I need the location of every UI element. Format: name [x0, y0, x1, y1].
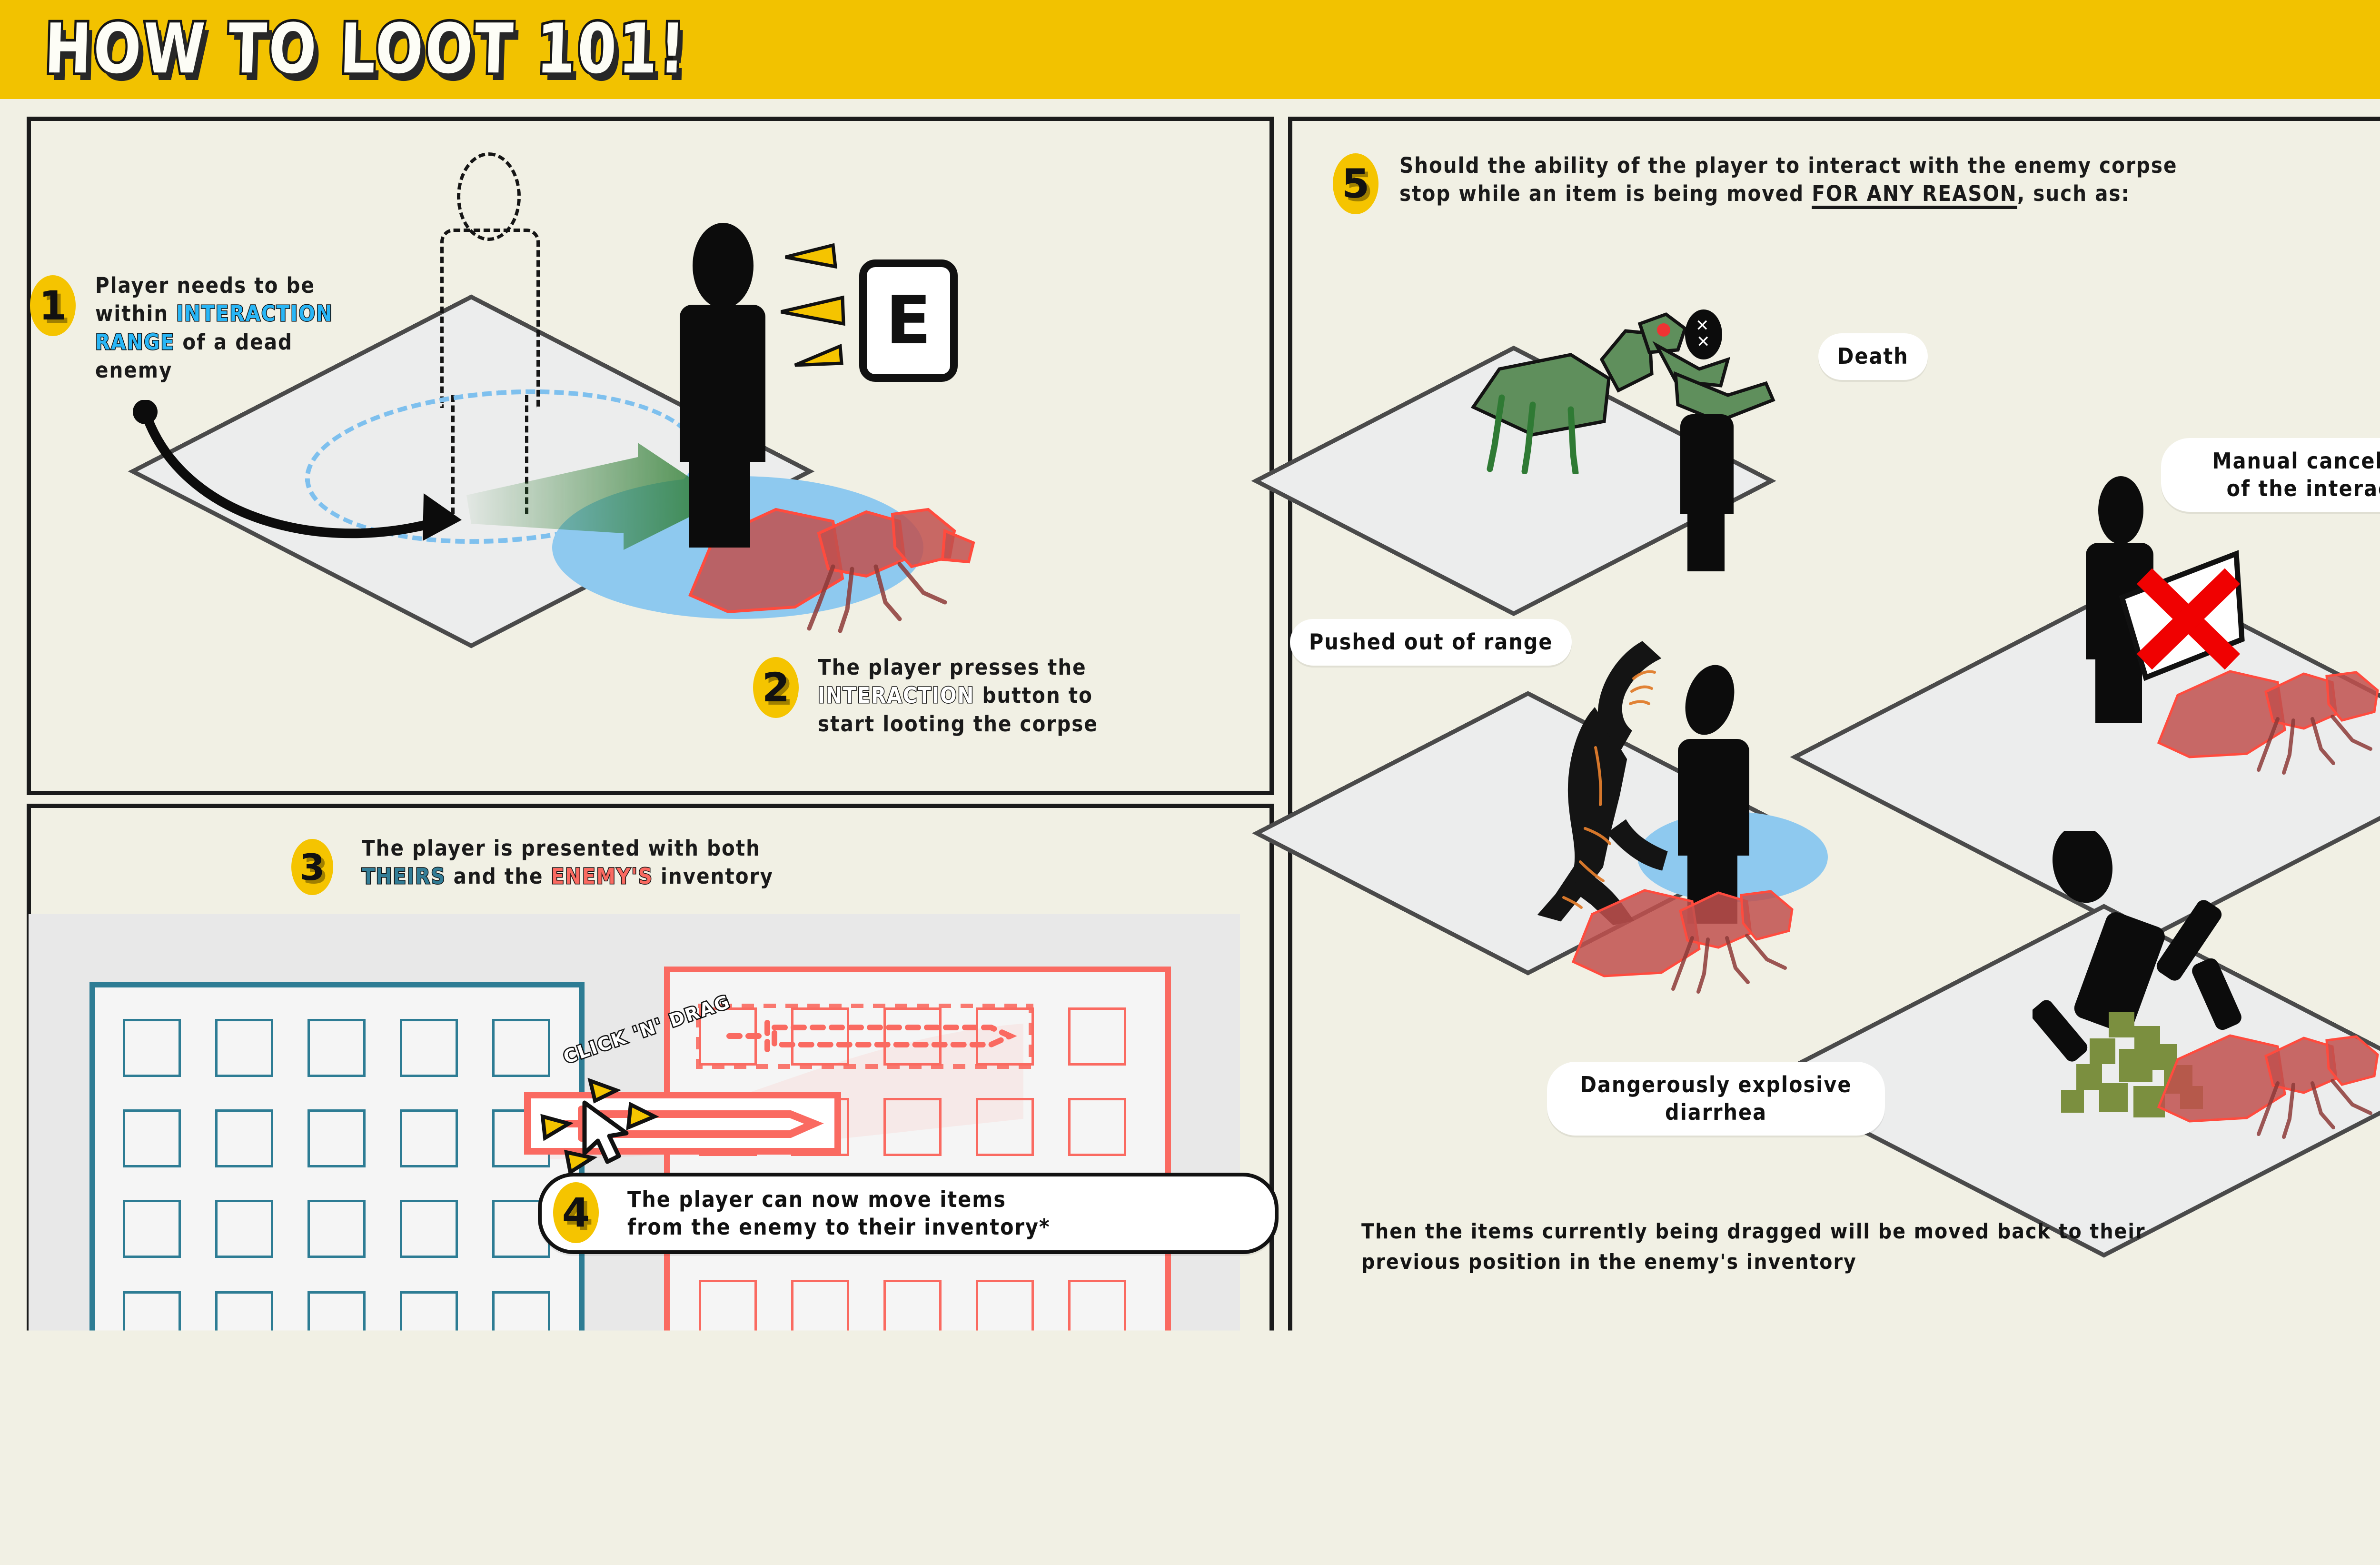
inventory-slot[interactable] — [307, 1200, 366, 1258]
death-skull-icon: ✕ ✕ — [1685, 309, 1722, 359]
step-5-line-2-pre: stop while an item is being moved — [1399, 181, 1812, 206]
inventory-slot[interactable] — [699, 1280, 757, 1338]
step-4-callout: The player can now move items from the e… — [538, 1173, 1279, 1254]
ghost-item-sword — [696, 1004, 1039, 1070]
step-1-line-1: Player needs to be — [95, 273, 315, 298]
inventory-slot[interactable] — [215, 1291, 273, 1349]
inventory-slot[interactable] — [307, 1109, 366, 1167]
step-5-number: 5 — [1342, 160, 1369, 207]
footnote-line-1: *Items will only be moved if there is en… — [29, 1505, 850, 1522]
corpse-cancel-scene — [2147, 645, 2380, 778]
step-3-number: 3 — [300, 846, 325, 888]
reason-cancel-label-2: of the interaction — [2227, 476, 2380, 501]
step-2-line-1: The player presses the — [818, 655, 1087, 680]
reason-diarrhea-label-2: diarrhea — [1665, 1099, 1767, 1125]
step-5-underlined-phrase: FOR ANY REASON — [1812, 181, 2017, 206]
path-arrow — [119, 400, 528, 590]
inventory-slot[interactable] — [492, 1019, 550, 1077]
reason-death-label: Death — [1837, 343, 1909, 369]
step-1-number: 1 — [39, 282, 67, 329]
inventory-slot[interactable] — [215, 1109, 273, 1167]
mantis-enemy — [1461, 302, 1804, 474]
step-3-text: The player is presented with both THEIRS… — [362, 834, 909, 891]
reason-pushed-label: Pushed out of range — [1309, 629, 1553, 655]
step-4-line-2: from the enemy to their inventory* — [627, 1214, 1051, 1240]
inventory-slot[interactable] — [400, 1200, 458, 1258]
inventory-slot[interactable] — [883, 1280, 942, 1338]
conclusion-line-1: Then the items currently being dragged w… — [1361, 1219, 2146, 1244]
footnote: *Items will only be moved if there is en… — [29, 1499, 1247, 1559]
header-banner: HOW TO LOOT 101! — [0, 0, 2380, 99]
step-3-line-2-d: inventory — [653, 864, 774, 889]
conclusion-text: Then the items currently being dragged w… — [1361, 1216, 2380, 1277]
inventory-slot[interactable] — [123, 1109, 181, 1167]
mouse-cursor-icon — [580, 1100, 632, 1166]
inventory-slot[interactable] — [307, 1291, 366, 1349]
inventory-slot[interactable] — [1068, 1098, 1126, 1156]
inventory-slot[interactable] — [215, 1019, 273, 1077]
step-1-badge: 1 — [30, 275, 76, 336]
inventory-slot[interactable] — [400, 1019, 458, 1077]
key-press-sparks — [781, 240, 885, 379]
inventory-slot[interactable] — [400, 1109, 458, 1167]
corpse-diarrhea-scene — [2147, 1009, 2380, 1143]
step-5-line-2-post: , such as: — [2017, 181, 2130, 206]
inventory-slot[interactable] — [976, 1280, 1034, 1338]
corpse-pushed-scene — [1561, 864, 1814, 995]
inventory-slot[interactable] — [492, 1291, 550, 1349]
step-5-line-1: Should the ability of the player to inte… — [1399, 153, 2177, 178]
reason-label-death: Death — [1818, 333, 1928, 380]
step-3-line-1: The player is presented with both — [362, 836, 761, 861]
inventory-slot[interactable] — [1068, 1280, 1126, 1338]
reason-cancel-label-1: Manual cancellation — [2212, 448, 2380, 474]
step-1-line-4: enemy — [95, 358, 172, 383]
step-3-badge: 3 — [291, 839, 333, 895]
step-2-badge: 2 — [753, 657, 799, 718]
step-3-line-2-b: and the — [446, 864, 551, 889]
footnote-line-2: the item is returned to its previous spo… — [29, 1535, 540, 1552]
step-3-highlight-enemys: ENEMY'S — [551, 864, 653, 889]
inventory-slot[interactable] — [400, 1291, 458, 1349]
page-title: HOW TO LOOT 101! — [43, 9, 688, 89]
reason-label-manual-cancellation: Manual cancellation of the interaction — [2161, 438, 2380, 512]
inventory-slot[interactable] — [123, 1019, 181, 1077]
step-4-number: 4 — [562, 1189, 590, 1236]
inventory-slot[interactable] — [1068, 1007, 1126, 1066]
step-1-line-3-post: of a dead — [175, 329, 293, 355]
step-2-highlight-interaction: INTERACTION — [818, 683, 974, 708]
reason-diarrhea-label-1: Dangerously explosive — [1580, 1072, 1852, 1097]
step-1-highlight-interaction: INTERACTION — [176, 301, 333, 326]
step-5-badge: 5 — [1333, 153, 1378, 214]
conclusion-line-2: previous position in the enemy's invento… — [1361, 1250, 1857, 1274]
step-2-line-2-post: button to — [974, 683, 1093, 708]
inventory-slot[interactable] — [791, 1280, 849, 1338]
step-1-line-2-pre: within — [95, 301, 176, 326]
inventory-slot[interactable] — [123, 1291, 181, 1349]
hotbar[interactable] — [305, 1400, 954, 1450]
step-4-badge: 4 — [553, 1182, 599, 1243]
step-2-text: The player presses the INTERACTION butto… — [818, 653, 1218, 738]
step-4-line-1: The player can now move items — [627, 1186, 1006, 1212]
key-label: E — [886, 282, 932, 359]
reason-label-explosive-diarrhea: Dangerously explosive diarrhea — [1547, 1062, 1885, 1136]
inventory-slot[interactable] — [123, 1200, 181, 1258]
inventory-slot[interactable] — [215, 1200, 273, 1258]
step-1-text: Player needs to be within INTERACTION RA… — [95, 271, 424, 385]
inventory-slot[interactable] — [307, 1019, 366, 1077]
step-2-number: 2 — [762, 664, 790, 711]
step-5-text: Should the ability of the player to inte… — [1399, 151, 2380, 208]
step-1-highlight-range: RANGE — [95, 329, 175, 355]
step-3-highlight-theirs: THEIRS — [362, 864, 446, 889]
step-2-line-3: start looting the corpse — [818, 711, 1098, 737]
